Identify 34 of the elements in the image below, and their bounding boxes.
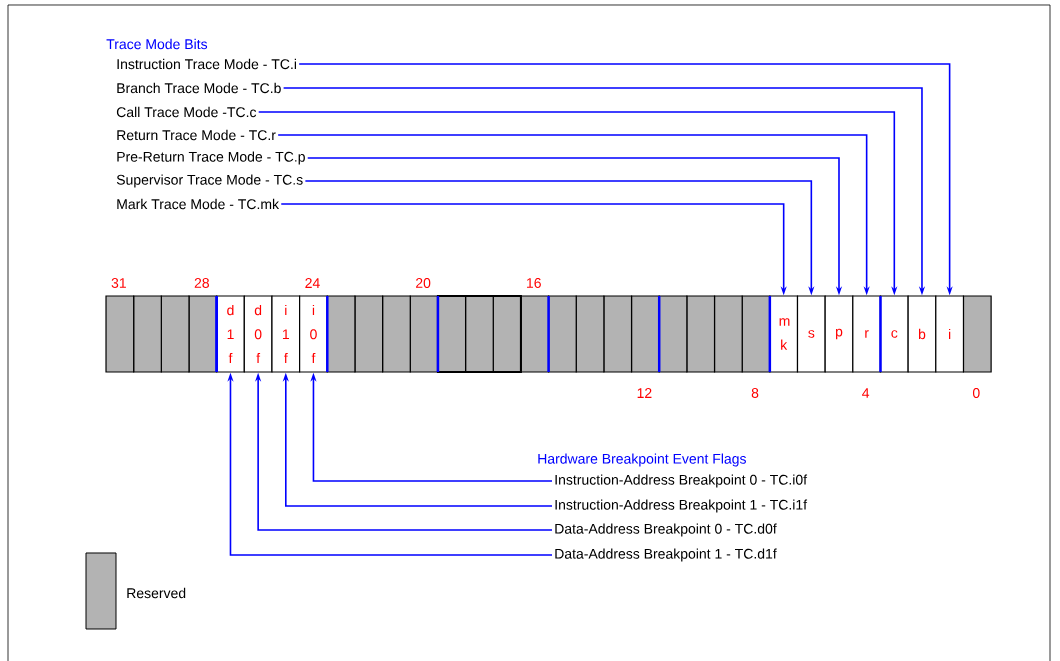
bit-number: 4 [862, 388, 870, 398]
field-label: Instruction-Address Breakpoint 1 - TC.i1f [555, 499, 808, 513]
field-label: Pre-Return Trace Mode - TC.p [117, 151, 305, 165]
legend-text: Reserved [127, 587, 186, 599]
field-label: Instruction-Address Breakpoint 0 - TC.i0f [555, 474, 808, 488]
bit-field-cell: d 0 f [243, 295, 273, 373]
bit-field-cell: i 0 f [299, 295, 328, 373]
bit-field-cell: s [796, 295, 826, 373]
bit-number: 28 [194, 278, 209, 288]
bit-number: 31 [111, 278, 126, 288]
section-heading: Trace Mode Bits [106, 38, 208, 50]
bit-number: 0 [972, 388, 980, 398]
field-label: Instruction Trace Mode - TC.i [117, 58, 296, 70]
bit-number: 8 [751, 388, 759, 398]
field-label: Data-Address Breakpoint 0 - TC.d0f [555, 523, 777, 537]
field-label: Call Trace Mode -TC.c [116, 106, 257, 118]
bit-field-cell: p [824, 295, 854, 373]
bit-field-cell: m k [769, 295, 799, 373]
bit-field-cell: d 1 f [216, 295, 245, 373]
field-label: Mark Trace Mode - TC.mk [117, 198, 280, 210]
bit-number: 12 [637, 388, 652, 398]
bit-field-cell: b [907, 295, 937, 373]
field-label: Data-Address Breakpoint 1 - TC.d1f [555, 548, 777, 562]
bit-number: 20 [416, 278, 431, 288]
bit-field-cell: c [879, 295, 909, 373]
bit-number: 16 [527, 278, 541, 288]
bit-field-cell: i [935, 295, 965, 373]
field-label: Return Trace Mode - TC.r [117, 129, 276, 141]
bit-field-cell: r [852, 295, 882, 373]
field-label: Supervisor Trace Mode - TC.s [116, 174, 303, 188]
field-label: Branch Trace Mode - TC.b [117, 82, 281, 94]
section-heading: Hardware Breakpoint Event Flags [538, 453, 746, 467]
bit-number: 24 [305, 278, 320, 288]
bit-field-cell: i 1 f [271, 295, 301, 373]
